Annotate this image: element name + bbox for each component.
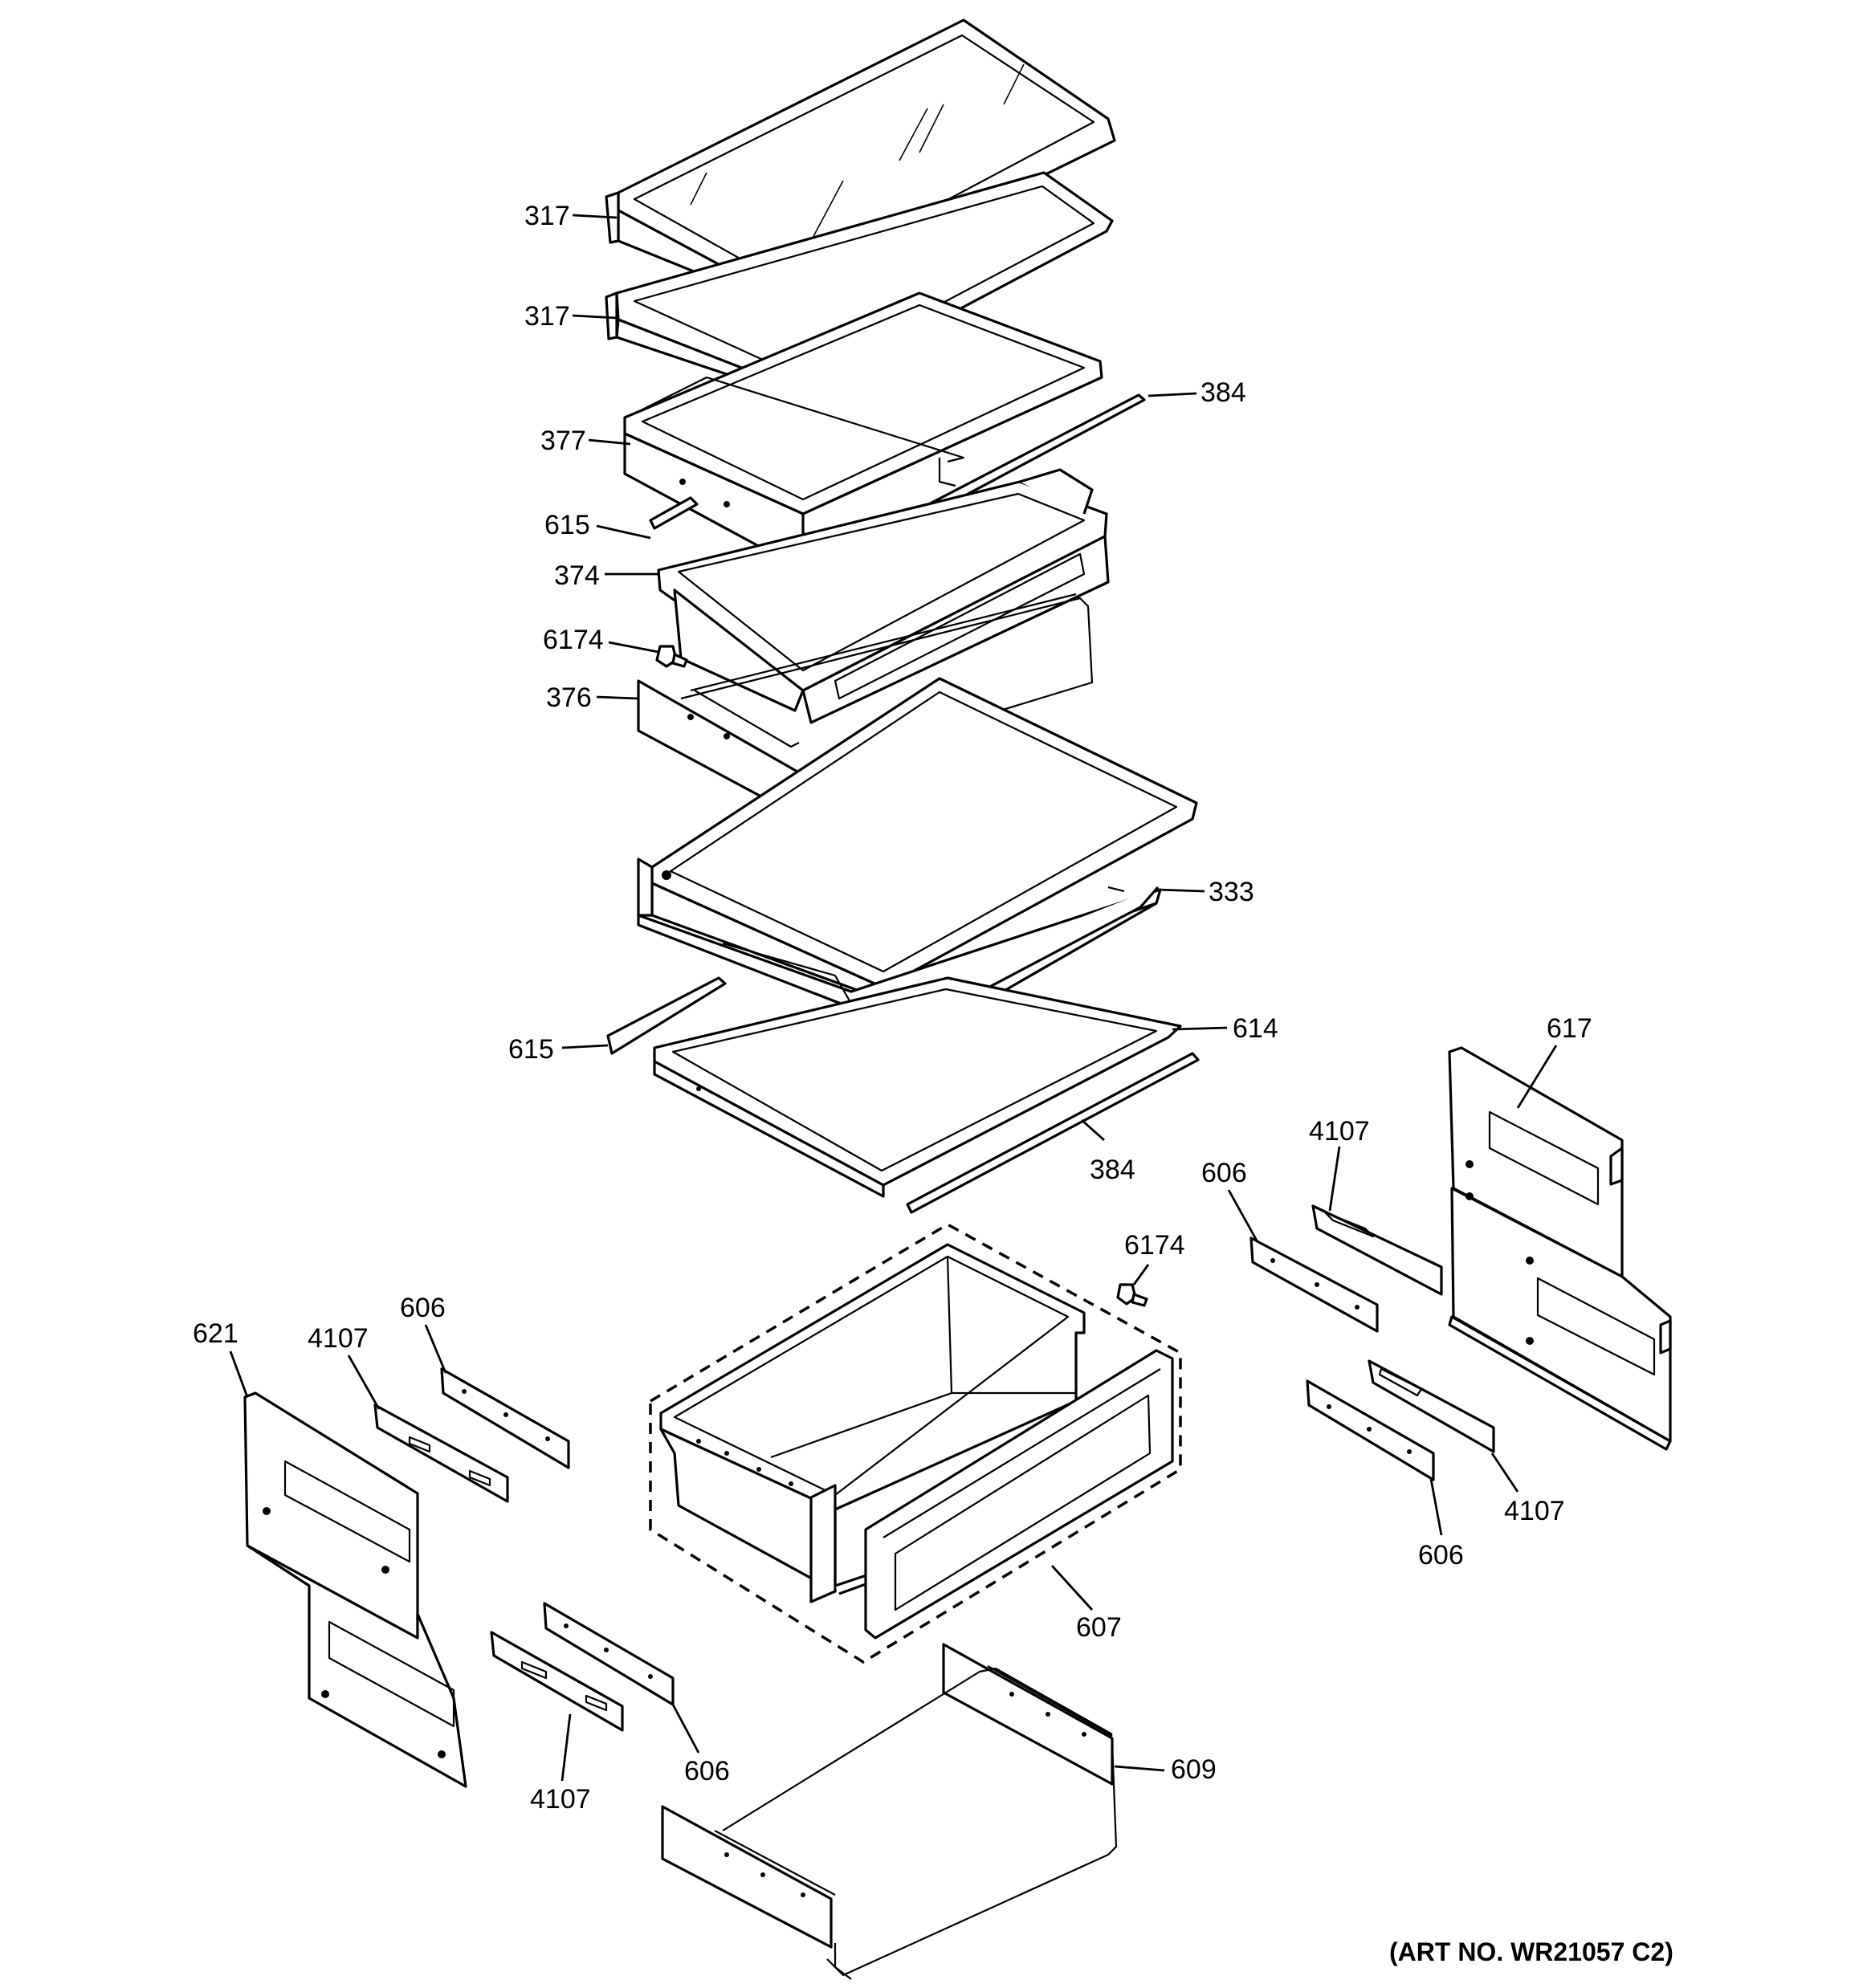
slide-rail-lower [906, 1052, 1200, 1214]
art-number: (ART NO. WR21057 C2) [1389, 1937, 1673, 1966]
leader-lines [229, 214, 1558, 1782]
callout-4107-left-upper: 4107 [308, 1323, 369, 1354]
shelf-glass-lower [653, 976, 1182, 1198]
bracket-left [243, 1391, 467, 1788]
callout-617: 617 [1547, 1013, 1592, 1044]
screw-lower [1116, 1283, 1148, 1307]
trim-upper [649, 496, 699, 530]
callout-609: 609 [1171, 1754, 1217, 1785]
callout-606-left-lower: 606 [684, 1756, 730, 1786]
callout-4107-right-upper: 4107 [1309, 1116, 1370, 1147]
crisper-pan-assembly [649, 1222, 1182, 1664]
callout-606-left-upper: 606 [400, 1293, 446, 1323]
callout-4107-left-lower: 4107 [530, 1784, 591, 1815]
pan-cover-upper [623, 291, 1103, 572]
callout-317-top: 317 [524, 201, 570, 231]
screw-upper [655, 645, 688, 668]
rail-left-upper [373, 1403, 509, 1503]
callout-384-upper: 384 [1201, 377, 1246, 408]
callout-labels: 317 317 384 377 615 374 6174 376 333 615… [193, 201, 1673, 1966]
callout-6174-upper: 6174 [543, 625, 604, 655]
callout-4107-right-lower: 4107 [1504, 1496, 1565, 1526]
slide-right-lower [1306, 1379, 1435, 1481]
bracket-right [1448, 1046, 1672, 1451]
rail-right-upper [1311, 1204, 1443, 1296]
callout-615-upper: 615 [544, 510, 590, 540]
callout-606-right-lower: 606 [1418, 1540, 1464, 1570]
pan-frame-lower [661, 1643, 1118, 1980]
callout-376: 376 [546, 682, 592, 713]
callout-607: 607 [1076, 1612, 1122, 1643]
slide-left-upper [440, 1367, 570, 1469]
callout-333: 333 [1209, 877, 1254, 907]
callout-614: 614 [1233, 1013, 1278, 1044]
slide-right-upper [1249, 1236, 1379, 1333]
callout-317-second: 317 [524, 301, 570, 332]
trim-lower [606, 976, 727, 1055]
callout-384-lower: 384 [1090, 1155, 1135, 1185]
callout-606-right-upper: 606 [1201, 1158, 1247, 1188]
callout-377: 377 [540, 426, 586, 456]
rail-right-lower [1368, 1359, 1495, 1453]
callout-374: 374 [554, 560, 600, 591]
rail-left-lower [490, 1631, 624, 1732]
callout-6174-lower: 6174 [1124, 1230, 1185, 1261]
callout-621: 621 [193, 1318, 238, 1349]
callout-615-lower: 615 [508, 1034, 554, 1065]
